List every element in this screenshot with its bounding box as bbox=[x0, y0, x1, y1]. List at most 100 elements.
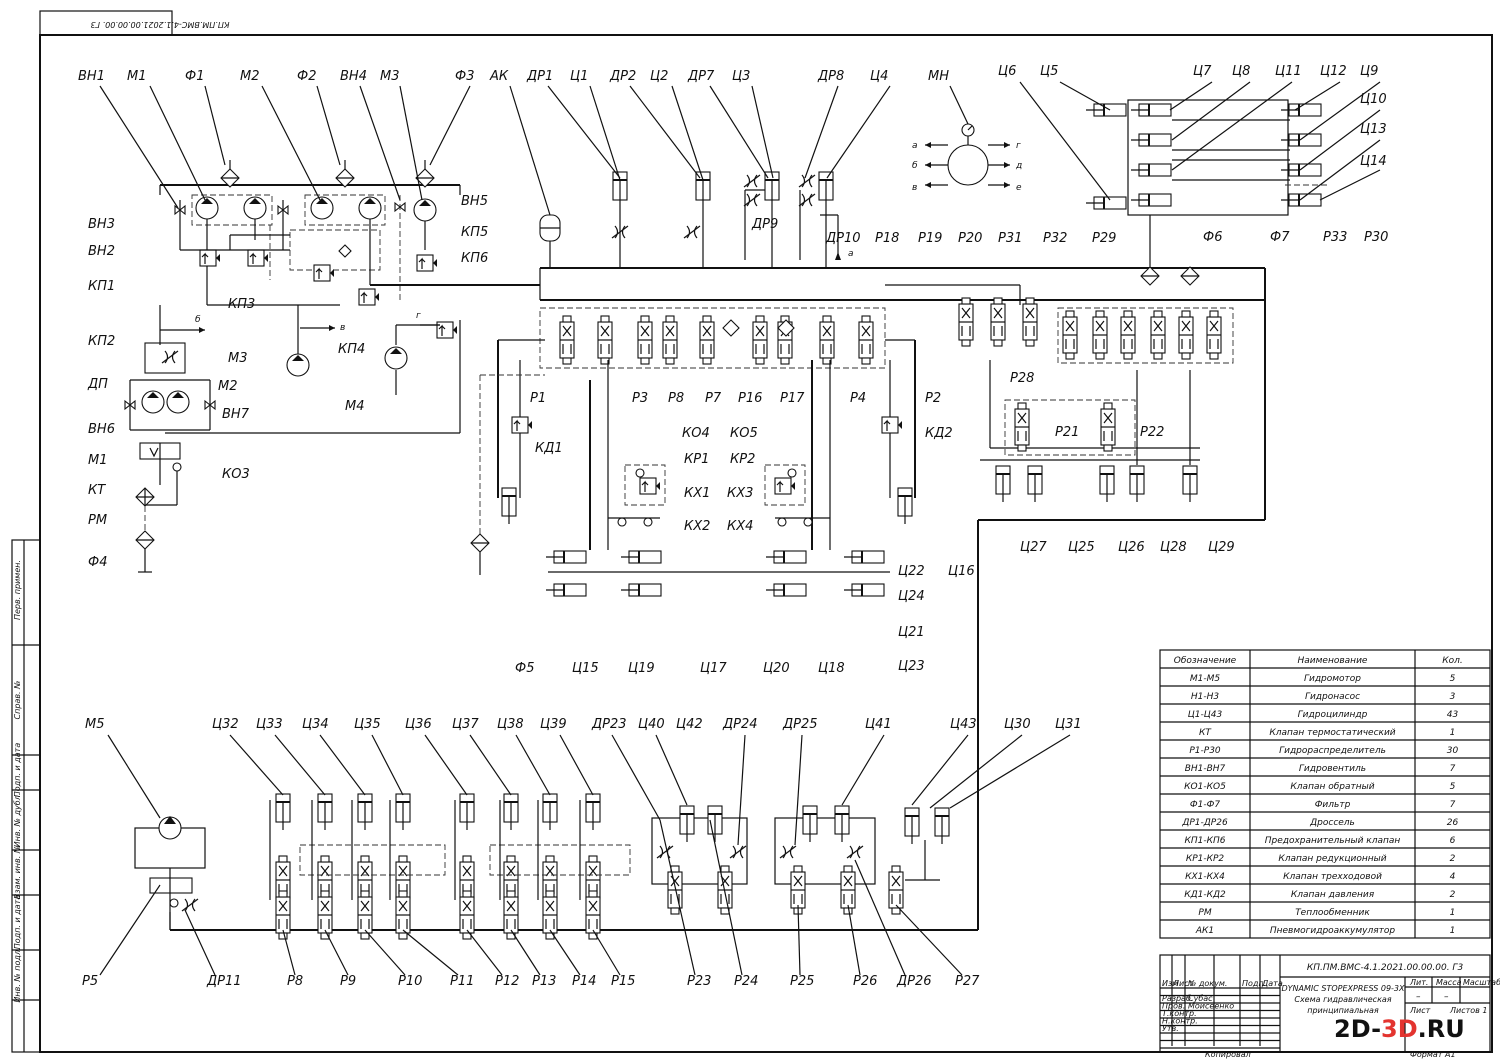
leader-line bbox=[671, 85, 704, 181]
mn-port-letter: г bbox=[1016, 141, 1021, 151]
leader-line bbox=[911, 734, 969, 806]
label-bottom_top: Ц31 bbox=[1055, 717, 1082, 732]
leader-line bbox=[929, 734, 1023, 809]
label-right: Р21 bbox=[1055, 425, 1079, 440]
manometer bbox=[925, 123, 1010, 188]
leader-line bbox=[402, 929, 459, 976]
leader-line bbox=[364, 929, 406, 976]
spec-cell: 1 bbox=[1450, 728, 1456, 738]
label-left: ВН6 bbox=[88, 422, 115, 437]
label-top: М1 bbox=[127, 69, 147, 84]
spec-cell: КХ1-КХ4 bbox=[1185, 872, 1225, 882]
label-bottom_top: Ц33 bbox=[256, 717, 283, 732]
spec-cell: 2 bbox=[1450, 854, 1456, 864]
label-middle: КД2 bbox=[925, 426, 953, 441]
label-top: Ц9 bbox=[1360, 64, 1378, 79]
label-right: Ц25 bbox=[1068, 540, 1095, 555]
title-name: Субас bbox=[1188, 994, 1213, 1003]
title-footer: Копировал bbox=[1205, 1050, 1251, 1059]
spec-cell: 30 bbox=[1447, 746, 1459, 756]
leader-line bbox=[804, 85, 839, 179]
label-middle: Р2 bbox=[925, 391, 941, 406]
spec-cell: 3 bbox=[1450, 692, 1456, 702]
label-top: Ф3 bbox=[455, 69, 474, 84]
leader-line bbox=[826, 85, 891, 179]
leader-line bbox=[466, 929, 503, 976]
label-middle: Р17 bbox=[780, 391, 805, 406]
spec-cell: Гидромотор bbox=[1304, 674, 1361, 684]
label-top: Ц1 bbox=[570, 69, 588, 84]
label-middle: Р8 bbox=[668, 391, 684, 406]
title-role: Пров. bbox=[1162, 1002, 1185, 1011]
title-line: Схема гидравлическая bbox=[1294, 995, 1391, 1004]
leader-line bbox=[655, 734, 688, 806]
title-role: Утв. bbox=[1162, 1024, 1179, 1033]
title-lit-val: – bbox=[1444, 992, 1449, 1002]
label-middle: Р3 bbox=[632, 391, 648, 406]
mn-port-letter: в bbox=[912, 183, 917, 193]
label-bottom_top: Ц39 bbox=[540, 717, 567, 732]
spec-cell: РМ bbox=[1198, 908, 1211, 918]
label-left: ВН5 bbox=[461, 194, 488, 209]
leader-line bbox=[1171, 81, 1251, 141]
spec-cell: КР1-КР2 bbox=[1186, 854, 1225, 864]
leader-line bbox=[1171, 81, 1293, 171]
label-left: КП1 bbox=[88, 279, 115, 294]
leader-line bbox=[1294, 81, 1341, 111]
spec-cell: Гидроцилиндр bbox=[1298, 710, 1368, 720]
leader-line bbox=[319, 734, 366, 796]
leader-line bbox=[709, 819, 743, 976]
label-bottom_top: Ц37 bbox=[452, 717, 479, 732]
spec-cell: Теплообменник bbox=[1295, 908, 1370, 918]
label-top: ВН4 bbox=[340, 69, 367, 84]
label-bottom_low: Р8 bbox=[287, 974, 303, 989]
spec-cell: Гидрораспределитель bbox=[1279, 746, 1386, 756]
label-top: Ц5 bbox=[1040, 64, 1058, 79]
label-bottom_low: ДР26 bbox=[896, 974, 932, 989]
label-top: АК bbox=[489, 69, 509, 84]
title-role: Н.контр. bbox=[1162, 1017, 1198, 1026]
leader-line bbox=[1059, 81, 1111, 111]
leader-line bbox=[324, 929, 349, 976]
label-left: ВН2 bbox=[88, 244, 115, 259]
leader-line bbox=[794, 734, 803, 846]
central-valve-bank bbox=[169, 171, 1266, 931]
label-bottom_low: Р12 bbox=[495, 974, 519, 989]
side-label: Подп. и дата bbox=[13, 743, 22, 798]
label-middle: КД1 bbox=[535, 441, 563, 456]
line-mark: в bbox=[340, 323, 345, 333]
spec-cell: 6 bbox=[1450, 836, 1456, 846]
leader-line bbox=[1299, 139, 1381, 201]
label-cyl_mid: Ц19 bbox=[628, 661, 655, 676]
leader-line bbox=[1169, 81, 1213, 111]
leader-line bbox=[949, 734, 1071, 809]
title-lit-val: – bbox=[1416, 992, 1421, 1002]
label-left: Ф4 bbox=[88, 555, 107, 570]
label-top: Ц11 bbox=[1275, 64, 1302, 79]
label-left: КП6 bbox=[461, 251, 488, 266]
spec-header: Наименование bbox=[1298, 656, 1368, 666]
title-sheet-info: Листов 1 bbox=[1449, 1006, 1488, 1015]
label-top: Ц7 bbox=[1193, 64, 1212, 79]
spec-cell: Дроссель bbox=[1309, 818, 1355, 828]
label-middle: ДР10 bbox=[825, 231, 861, 246]
leader-line bbox=[229, 734, 284, 796]
spec-cell: Н1-Н3 bbox=[1191, 692, 1220, 702]
title-line: принципиальная bbox=[1307, 1006, 1379, 1015]
mn-port-letter: б bbox=[912, 161, 918, 171]
label-middle: Р1 bbox=[530, 391, 546, 406]
label-middle: Р16 bbox=[738, 391, 762, 406]
label-bottom_top: ДР23 bbox=[591, 717, 627, 732]
label-right: Р30 bbox=[1364, 230, 1388, 245]
title-lit-head: Масса bbox=[1436, 978, 1462, 987]
label-bottom_low: Р13 bbox=[532, 974, 556, 989]
label-bottom_low: Р14 bbox=[572, 974, 596, 989]
spec-cell: АК1 bbox=[1195, 926, 1214, 936]
label-bottom_low: Р5 bbox=[82, 974, 98, 989]
label-middle: КО4 bbox=[682, 426, 710, 441]
label-top: ДР8 bbox=[817, 69, 844, 84]
leader-line bbox=[99, 884, 161, 976]
title-line: DYNAMIC STOPEXPRESS 09-3Х bbox=[1281, 984, 1405, 993]
